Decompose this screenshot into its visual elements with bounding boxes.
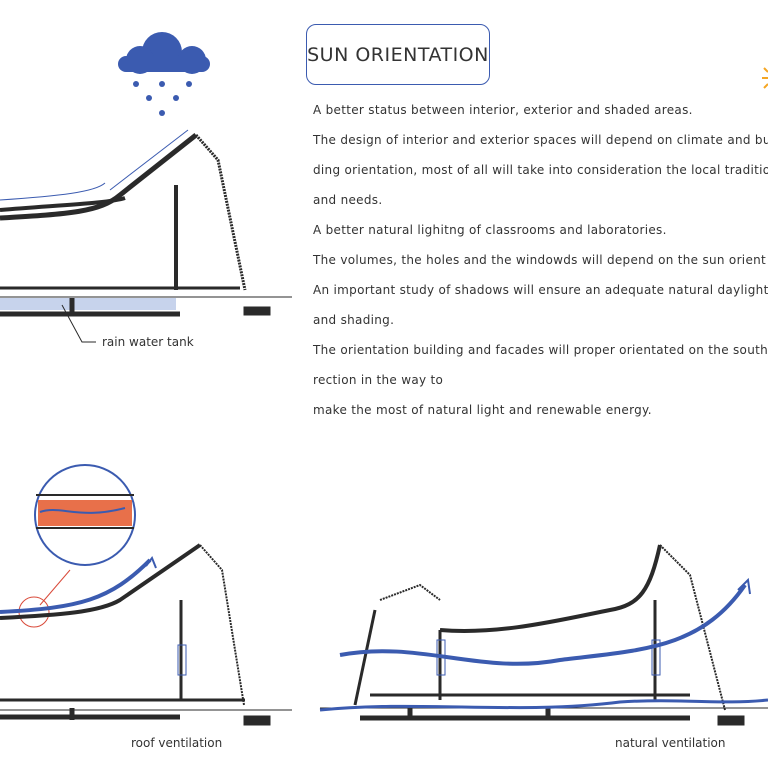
paragraph-line: and needs.: [313, 193, 383, 207]
paragraph-line: The orientation building and facades wil…: [313, 343, 768, 357]
section-roof-ventilation: [0, 464, 292, 726]
paragraph-line: and shading.: [313, 313, 395, 327]
paragraph-line: make the most of natural light and renew…: [313, 403, 652, 417]
roof-ventilation-label: roof ventilation: [131, 736, 223, 750]
natural-ventilation-label: natural ventilation: [615, 736, 726, 750]
paragraph-line: ding orientation, most of all will take …: [313, 163, 768, 177]
section-rainwater: [0, 129, 292, 343]
description-paragraph: A better status between interior, exteri…: [313, 100, 768, 430]
paragraph-line: The design of interior and exterior spac…: [313, 133, 768, 147]
paragraph-line: An important study of shadows will ensur…: [313, 283, 768, 297]
sun-icon: [762, 67, 768, 89]
page-title: SUN ORIENTATION: [307, 43, 489, 66]
paragraph-line: A better natural lighitng of classrooms …: [313, 223, 667, 237]
paragraph-line: rection in the way to: [313, 373, 444, 387]
title-box: SUN ORIENTATION: [306, 24, 490, 85]
rain-cloud-icon: [118, 32, 210, 116]
section-natural-ventilation: [319, 544, 768, 726]
rain-water-tank-label: rain water tank: [102, 335, 194, 349]
paragraph-line: The volumes, the holes and the windowds …: [313, 253, 767, 267]
paragraph-line: A better status between interior, exteri…: [313, 103, 693, 117]
